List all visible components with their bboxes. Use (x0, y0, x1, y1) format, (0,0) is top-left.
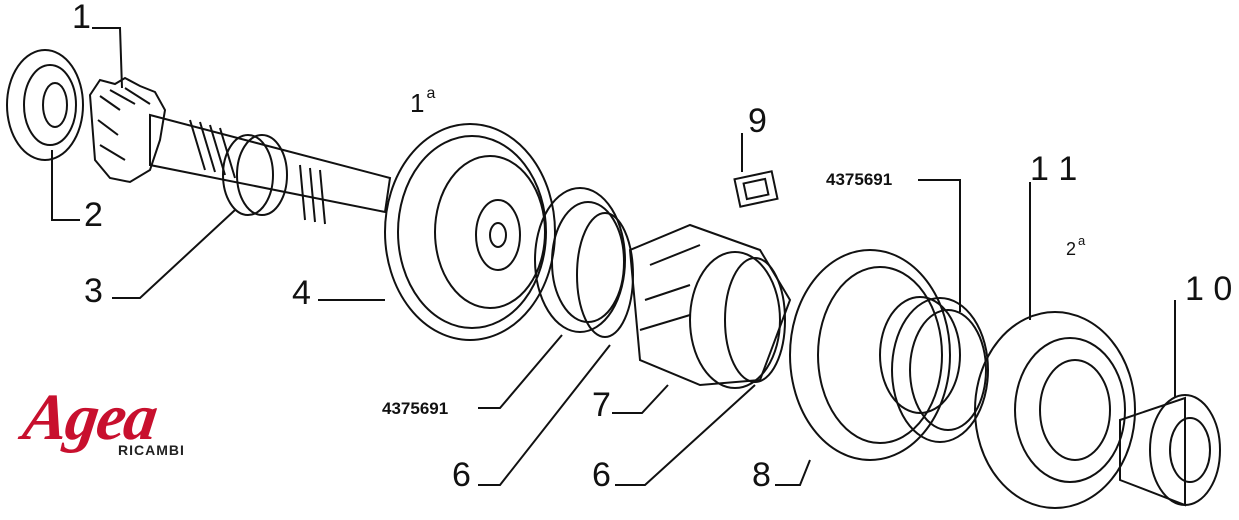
logo-subtitle: RICAMBI (118, 442, 185, 458)
bush-part-10 (1119, 394, 1221, 507)
callout-10: 1 0 (1185, 270, 1233, 308)
main-shaft (149, 113, 392, 225)
callout-6a: 6 (452, 456, 471, 494)
part-number-bottom: 4375691 (382, 399, 449, 418)
agea-logo: Agea RICAMBI (19, 380, 192, 470)
gear-part-4 (384, 123, 556, 341)
callout-9: 9 (748, 102, 767, 140)
callout-11: 1 1 (1030, 150, 1078, 188)
leader-lines (51, 27, 1176, 486)
synchro-sleeve-part-7 (628, 223, 792, 389)
input-gear-part-1 (88, 76, 167, 184)
circlip-part-6b (724, 257, 786, 383)
callout-7: 7 (592, 386, 611, 424)
gear-part-11 (974, 311, 1136, 509)
callout-3: 3 (84, 272, 103, 310)
part-number-top: 4375691 (826, 170, 893, 189)
callout-6b: 6 (592, 456, 611, 494)
callout-8: 8 (752, 456, 771, 494)
synchro-ring (534, 187, 626, 333)
block-part-9 (733, 170, 779, 208)
callout-1: 1 (72, 0, 91, 36)
gear-part-8 (789, 249, 961, 461)
callout-2: 2 (84, 196, 103, 234)
synchro-ring-2 (891, 297, 989, 443)
bearing-part-2 (6, 49, 84, 161)
callout-4: 4 (292, 274, 311, 312)
